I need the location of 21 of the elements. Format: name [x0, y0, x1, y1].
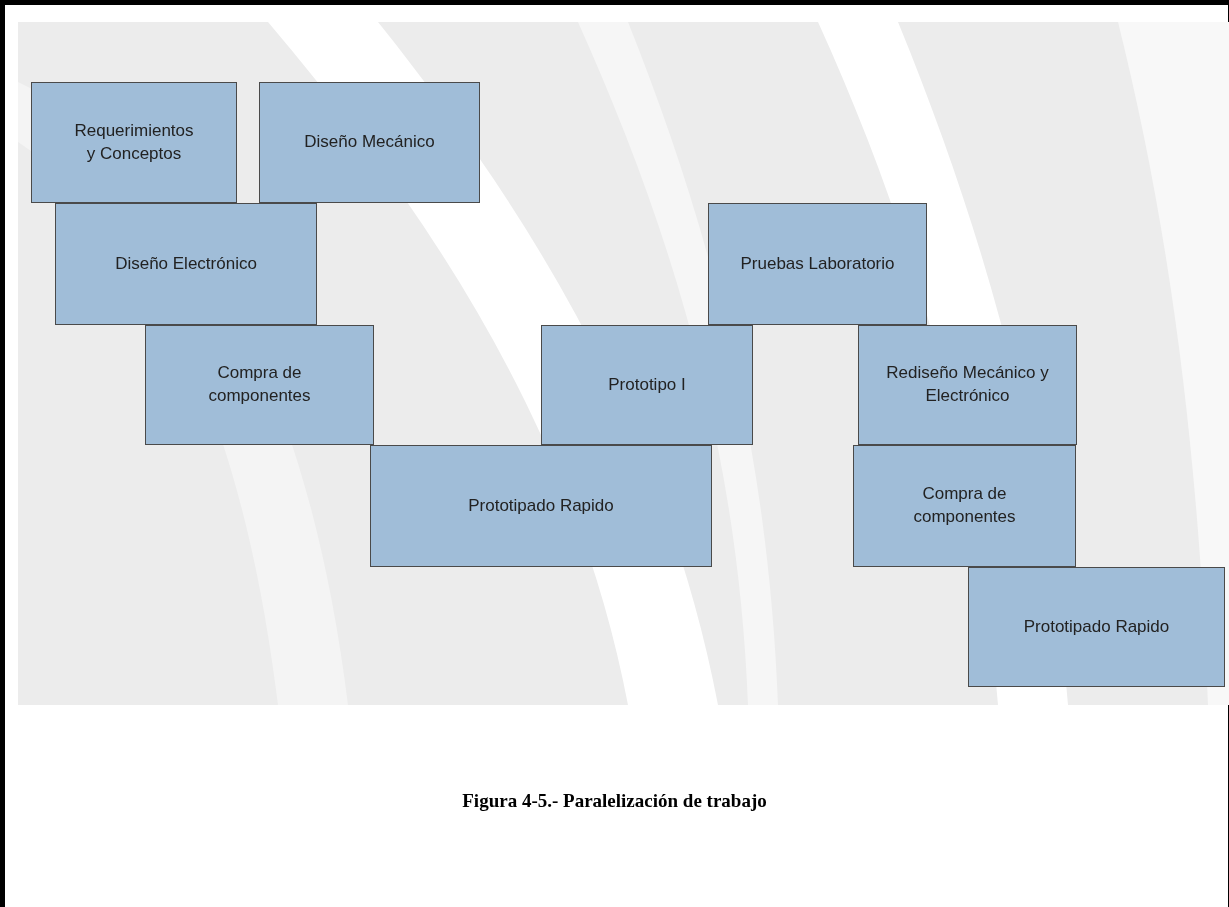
process-box — [145, 325, 374, 445]
process-box — [55, 203, 317, 325]
process-box — [259, 82, 480, 203]
box-label: Diseño Electrónico — [115, 252, 257, 275]
process-box — [968, 567, 1225, 687]
box-label: Prototipado Rapido — [1023, 615, 1170, 638]
box-label: Compra de componentes — [912, 483, 1017, 528]
box-label: Prototipado Rapido — [468, 494, 614, 517]
process-box — [370, 445, 712, 567]
box-label: Prototipo I — [608, 373, 686, 396]
process-box — [858, 325, 1077, 445]
process-box — [708, 203, 927, 325]
box-label: Requerimientos y Conceptos — [73, 119, 195, 165]
box-label: Diseño Mecánico — [304, 131, 435, 154]
box-label: Pruebas Laboratorio — [740, 252, 895, 275]
process-box — [541, 325, 753, 445]
figure-caption: Figura 4-5.- Paralelización de trabajo — [461, 790, 768, 812]
box-label: Compra de componentes — [207, 362, 312, 407]
box-label: Rediseño Mecánico y Electrónico — [885, 362, 1050, 407]
process-box — [853, 445, 1076, 567]
process-box — [31, 82, 237, 203]
